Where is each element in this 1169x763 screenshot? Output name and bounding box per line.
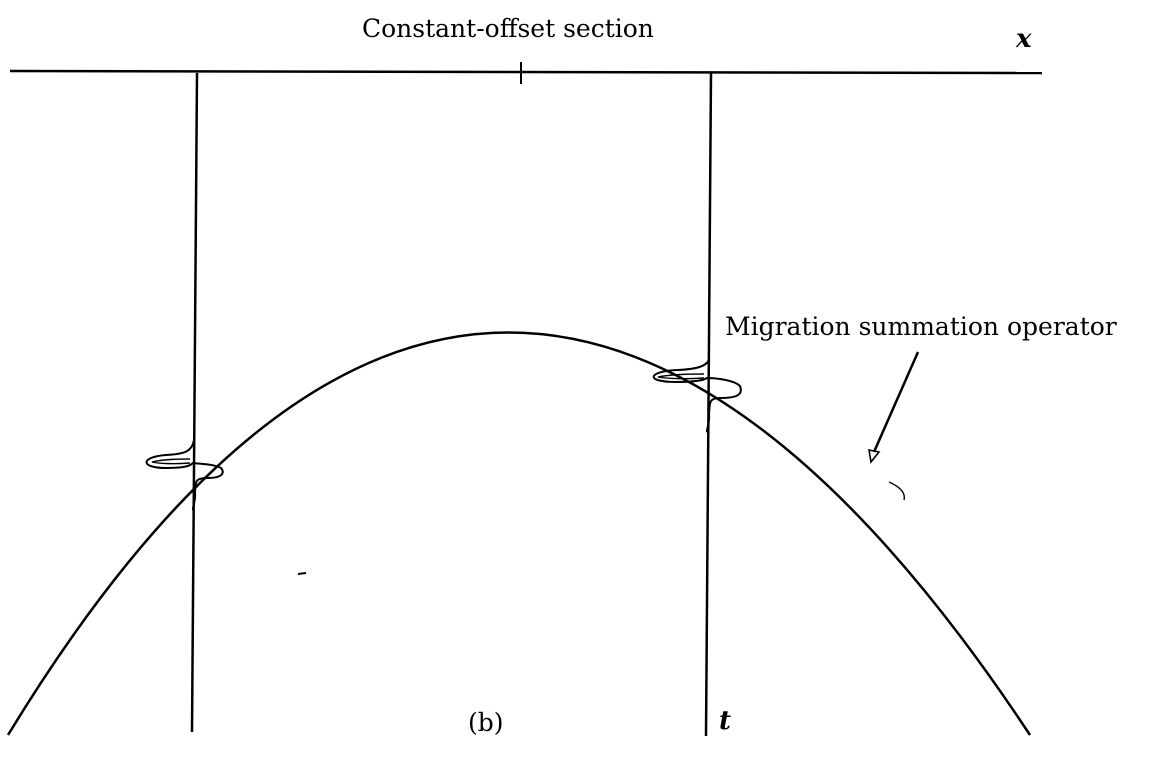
- t-axis-label: t: [719, 706, 732, 736]
- right-wavelet-inner: [657, 373, 705, 380]
- left-trace: [190, 72, 199, 733]
- section-title: Constant-offset section: [362, 14, 654, 43]
- migration-operator-curve: [6, 331, 1032, 736]
- left-wavelet: [145, 439, 224, 511]
- scan-mark: [888, 481, 905, 501]
- left-wavelet-inner: [151, 458, 191, 465]
- right-trace: [704, 72, 713, 737]
- operator-arrow-shaft: [872, 351, 920, 453]
- x-axis-line: [9, 69, 1043, 75]
- operator-arrow-head: [868, 448, 881, 464]
- panel-label: (b): [468, 708, 504, 737]
- operator-label: Migration summation operator: [725, 312, 1117, 341]
- scan-mark: [297, 572, 307, 575]
- right-wavelet: [652, 359, 742, 433]
- x-axis-label: x: [1016, 24, 1032, 54]
